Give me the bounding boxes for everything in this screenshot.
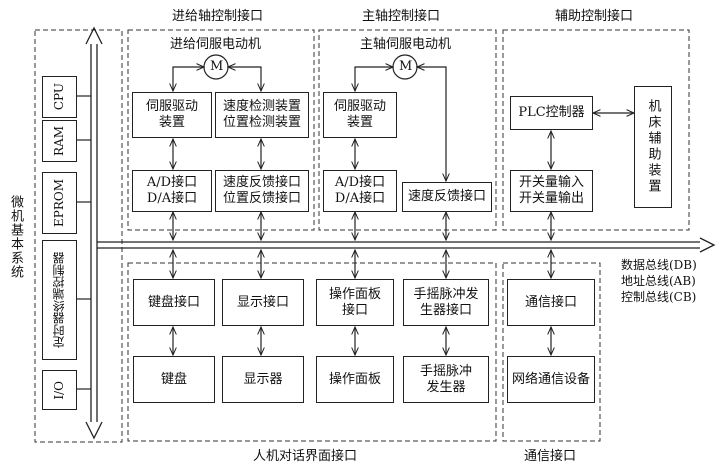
keyboard-interface: 键盘接口 — [133, 279, 215, 326]
comm-interface: 通信接口 — [507, 279, 595, 326]
ram-module: RAM — [42, 120, 77, 162]
address-bus-label: 地址总线(AB) — [621, 274, 696, 288]
machine-aux-device: 机床辅助装置 — [634, 86, 672, 208]
spindle-title: 主轴控制接口 — [362, 9, 441, 24]
aux-frame — [502, 29, 690, 231]
hmi-title: 人机对话界面接口 — [253, 449, 358, 464]
spindle-frame — [318, 29, 497, 231]
control-bus-label: 控制总线(CB) — [621, 290, 697, 304]
feed-servo-drive: 伺服驱动装置 — [132, 92, 212, 138]
keyboard-device: 键盘 — [133, 356, 215, 403]
spindle-servo-drive: 伺服驱动装置 — [323, 92, 397, 138]
feed-axis-frame — [127, 29, 315, 231]
display-interface: 显示接口 — [222, 279, 304, 326]
spindle-feedback-interface: 速度反馈接口 — [402, 182, 492, 212]
spindle-motor-title: 主轴伺服电动机 — [360, 37, 452, 52]
aux-title: 辅助控制接口 — [555, 9, 634, 24]
hmi-frame — [127, 262, 497, 442]
timer-controller-module: 定时器终端控制器 — [42, 240, 77, 360]
micro-system-frame — [34, 29, 123, 443]
network-comm-device: 网络通信设备 — [507, 356, 595, 403]
feed-axis-title: 进给轴控制接口 — [172, 9, 264, 24]
display-device: 显示器 — [222, 356, 304, 403]
eprom-module: EPROM — [42, 172, 77, 234]
feed-motor-title: 进给伺服电动机 — [170, 37, 262, 52]
io-module: I/O — [42, 370, 77, 410]
feed-feedback-interface: 速度反馈接口位置反馈接口 — [215, 170, 309, 212]
feed-speed-detect: 速度检测装置位置检测装置 — [215, 92, 309, 138]
system-bus — [97, 237, 716, 253]
micro-system-label: 微机基本系统 — [8, 195, 23, 279]
data-bus-label: 数据总线(DB) — [621, 258, 697, 272]
operation-panel-device: 操作面板 — [316, 356, 394, 403]
internal-vertical-bus — [85, 26, 103, 440]
mpg-interface: 手摇脉冲发生器接口 — [403, 279, 489, 326]
spindle-motor-symbol: M — [399, 59, 413, 74]
mpg-device: 手摇脉冲发生器 — [403, 356, 489, 403]
feed-motor-symbol: M — [210, 59, 224, 74]
cpu-module: CPU — [42, 76, 77, 118]
operation-panel-interface: 操作面板接口 — [316, 279, 394, 326]
plc-controller: PLC控制器 — [510, 96, 593, 130]
comm-title: 通信接口 — [524, 449, 577, 464]
switch-io-interface: 开关量输入开关量输出 — [510, 170, 593, 212]
